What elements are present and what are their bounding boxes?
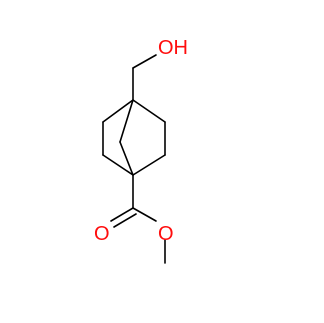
bond-carbonyl-double-1 xyxy=(110,207,134,222)
hydroxyl-label: OH xyxy=(158,37,188,59)
bond-upper-bridgehead-right xyxy=(132,99,166,123)
bond-carbonyl-double-2 xyxy=(113,213,137,228)
bond-left-lower-bridgehead xyxy=(102,154,134,176)
bond-ch2-oh xyxy=(132,54,157,69)
bond-carbonyl-ester-oxygen xyxy=(132,207,157,222)
bond-upper-bridgehead-left xyxy=(102,99,134,123)
bond-bridge-lower xyxy=(119,141,134,176)
bond-right-lower-bridgehead xyxy=(132,154,166,176)
ester-oxygen-label: O xyxy=(158,223,174,245)
carbonyl-oxygen-label: O xyxy=(94,223,110,245)
bond-bridge-upper xyxy=(119,99,134,143)
